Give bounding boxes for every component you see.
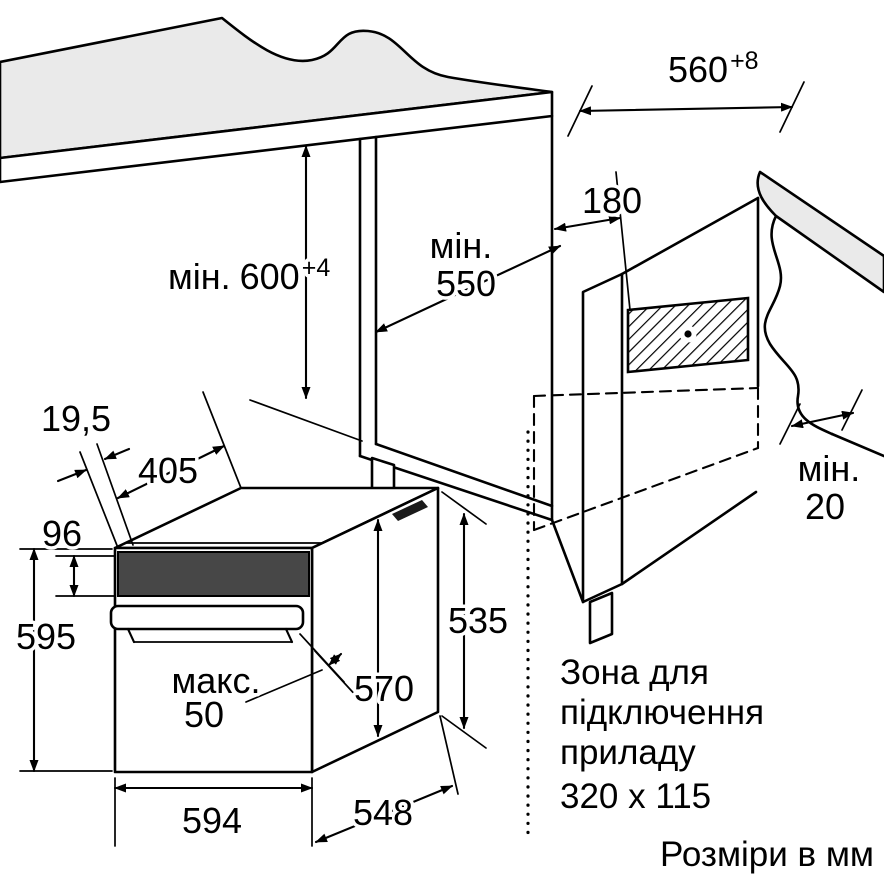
ext-line-19-5: [79, 451, 119, 549]
niche-floor-right-edge: [550, 518, 585, 604]
hidden-edge: [532, 386, 760, 398]
dimension-labels: мін.600+4 мін. 550 180 560+8 мін. 20 19,…: [12, 44, 863, 845]
dim-min-550-prefix: мін.: [430, 225, 493, 266]
dim-560-label: 560+8: [668, 47, 759, 90]
oven-handle: [109, 604, 305, 631]
ext-line-19-5: [96, 443, 134, 546]
handle-support: [284, 627, 294, 644]
side-wall-top-edge: [620, 196, 760, 276]
dim-96-label: 96: [42, 513, 82, 554]
dim-line-405: [116, 444, 226, 500]
side-wall-bottom-edge: [620, 490, 758, 586]
ext-line-50: [314, 650, 360, 700]
zone-line-2: підключення: [560, 693, 764, 732]
adjacent-unit: [756, 170, 884, 458]
units-label: Розміри в мм: [660, 835, 874, 874]
ext-line-548: [439, 715, 459, 795]
ext-line-535: [441, 715, 487, 749]
dim-405-label: 405: [138, 450, 198, 491]
dim-535-label: 535: [448, 600, 508, 641]
leader-line-50: [245, 669, 323, 703]
dim-line-560: [578, 102, 794, 116]
dim-min-600-label: мін.600+4: [168, 254, 330, 297]
dim-min-550-value: 550: [436, 263, 496, 304]
zone-line-1: Зона для: [560, 653, 709, 692]
hidden-edges: [532, 386, 760, 532]
dim-line-548: [314, 784, 454, 844]
right-side-wall: [581, 196, 760, 645]
dim-min-20-prefix: мін.: [798, 448, 861, 489]
oven-drawing: [109, 486, 440, 774]
ext-line-180: [615, 171, 631, 311]
oven-control-panel: [117, 551, 310, 597]
niche-floor-top-edge: [374, 442, 554, 508]
dim-max-label: макс.: [172, 660, 261, 701]
dim-594-label: 594: [182, 800, 242, 841]
dim-arrow-19-5-left: [56, 468, 88, 483]
dim-line-180: [553, 215, 622, 232]
dim-line-50: [327, 652, 343, 667]
connection-point-dot: [684, 330, 692, 338]
zone-line-3: приладу: [560, 733, 696, 772]
connection-zone-label: Зона для підключення приладу 320 x 115: [557, 650, 767, 819]
zone-size: 320 x 115: [560, 777, 711, 816]
oven-vent-slot: [392, 500, 428, 521]
dimension-lines-niche: [249, 81, 863, 445]
handle-support: [126, 627, 136, 644]
adjacent-countertop: [756, 170, 884, 294]
ext-line-20: [841, 389, 863, 431]
countertop: [0, 16, 554, 184]
dim-180-label: 180: [582, 180, 642, 221]
side-wall-foot: [588, 591, 614, 645]
dim-595-label: 595: [16, 616, 76, 657]
adjacent-bottom-edge: [830, 432, 884, 458]
countertop-top-face: [0, 16, 554, 160]
dim-line-20: [790, 410, 855, 429]
ext-line-405: [202, 391, 242, 489]
dimension-lines-oven: [19, 391, 487, 847]
dim-19-5-label: 19,5: [41, 398, 111, 439]
ext-line-20: [779, 403, 801, 445]
ext-line-600: [249, 399, 363, 442]
dim-min-20-value: 20: [805, 486, 845, 527]
dim-50-label: 50: [184, 694, 224, 735]
hidden-edge: [532, 446, 760, 532]
dim-548-label: 548: [353, 792, 413, 833]
ext-line-535: [441, 491, 487, 525]
dim-arrow-19-5-right: [103, 447, 131, 461]
dim-570-label: 570: [354, 668, 414, 709]
dim-line-550: [374, 244, 562, 334]
side-wall-front-edge: [581, 272, 624, 604]
